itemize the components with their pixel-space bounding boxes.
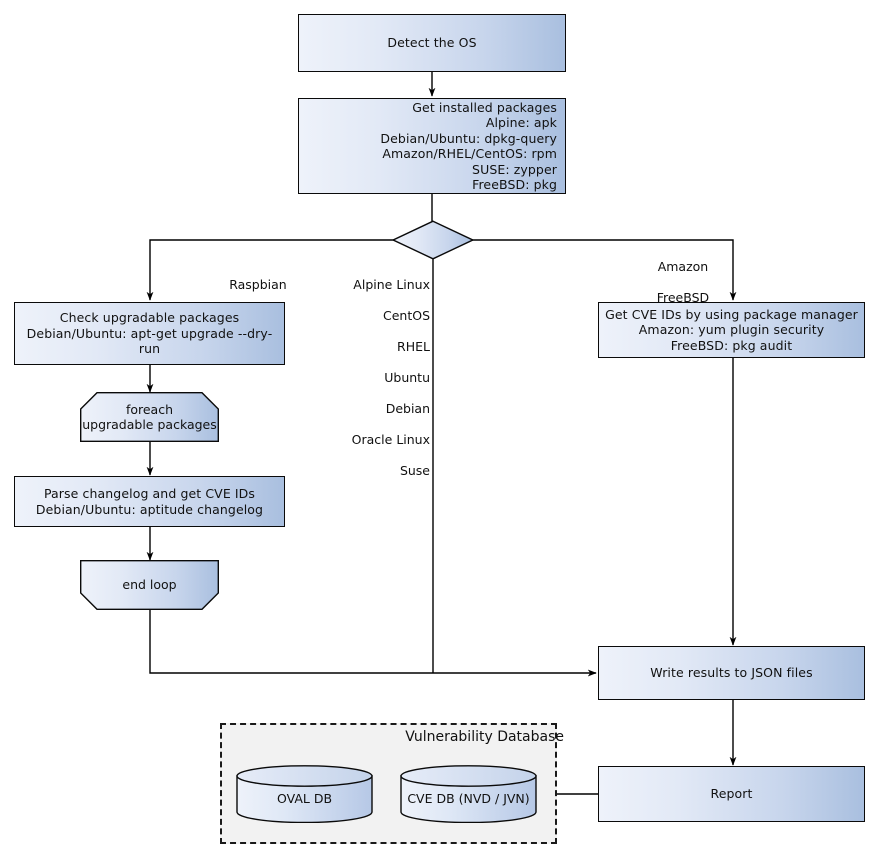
db-oval[interactable]: OVAL DB (236, 765, 373, 824)
node-end-loop[interactable]: end loop (79, 559, 220, 610)
node-get-cve-ids-label: Get CVE IDs by using package manager Ama… (605, 306, 858, 353)
node-report[interactable]: Report (598, 766, 865, 822)
db-oval-label: OVAL DB (276, 790, 333, 806)
diamond-shape (391, 220, 475, 260)
node-check-upgradable-packages-label: Check upgradable packages Debian/Ubuntu:… (26, 310, 273, 357)
edge-endloop-to-write-results (149, 610, 597, 677)
loop-end-shape (79, 559, 220, 610)
node-detect-the-os[interactable]: Detect the OS (298, 14, 566, 72)
group-vulnerability-database-title: Vulnerability Database (405, 729, 564, 745)
node-write-results-label: Write results to JSON files (650, 665, 813, 681)
node-parse-changelog[interactable]: Parse changelog and get CVE IDs Debian/U… (14, 476, 285, 527)
node-get-cve-ids[interactable]: Get CVE IDs by using package manager Ama… (598, 302, 865, 358)
node-detect-the-os-label: Detect the OS (387, 35, 477, 51)
node-write-results-to-json-files[interactable]: Write results to JSON files (598, 646, 865, 700)
edge-label-raspbian-text: Raspbian (229, 276, 287, 292)
node-end-loop-label: end loop (122, 577, 177, 593)
node-foreach-loop-start[interactable]: foreach upgradable packages (79, 391, 220, 442)
node-get-installed-packages-label: Get installed packages Alpine: apk Debia… (380, 99, 557, 193)
db-cve-label: CVE DB (NVD / JVN) (407, 790, 530, 806)
node-get-installed-packages[interactable]: Get installed packages Alpine: apk Debia… (298, 98, 566, 194)
edge-label-amazon-freebsd: Amazon FreeBSD (656, 258, 710, 305)
node-parse-changelog-label: Parse changelog and get CVE IDs Debian/U… (35, 486, 264, 517)
node-check-upgradable-packages[interactable]: Check upgradable packages Debian/Ubuntu:… (14, 302, 285, 365)
db-cve[interactable]: CVE DB (NVD / JVN) (400, 765, 537, 824)
loop-start-shape (79, 391, 220, 442)
edge-label-middle-distros: Alpine Linux CentOS RHEL Ubuntu Debian O… (351, 276, 430, 478)
cylinder-shape (400, 765, 537, 824)
node-foreach-loop-start-label: foreach upgradable packages (82, 401, 217, 433)
cylinder-shape (236, 765, 373, 824)
node-report-label: Report (710, 786, 753, 802)
node-os-decision[interactable] (391, 220, 475, 260)
edge-label-raspbian: Raspbian (140, 261, 360, 308)
